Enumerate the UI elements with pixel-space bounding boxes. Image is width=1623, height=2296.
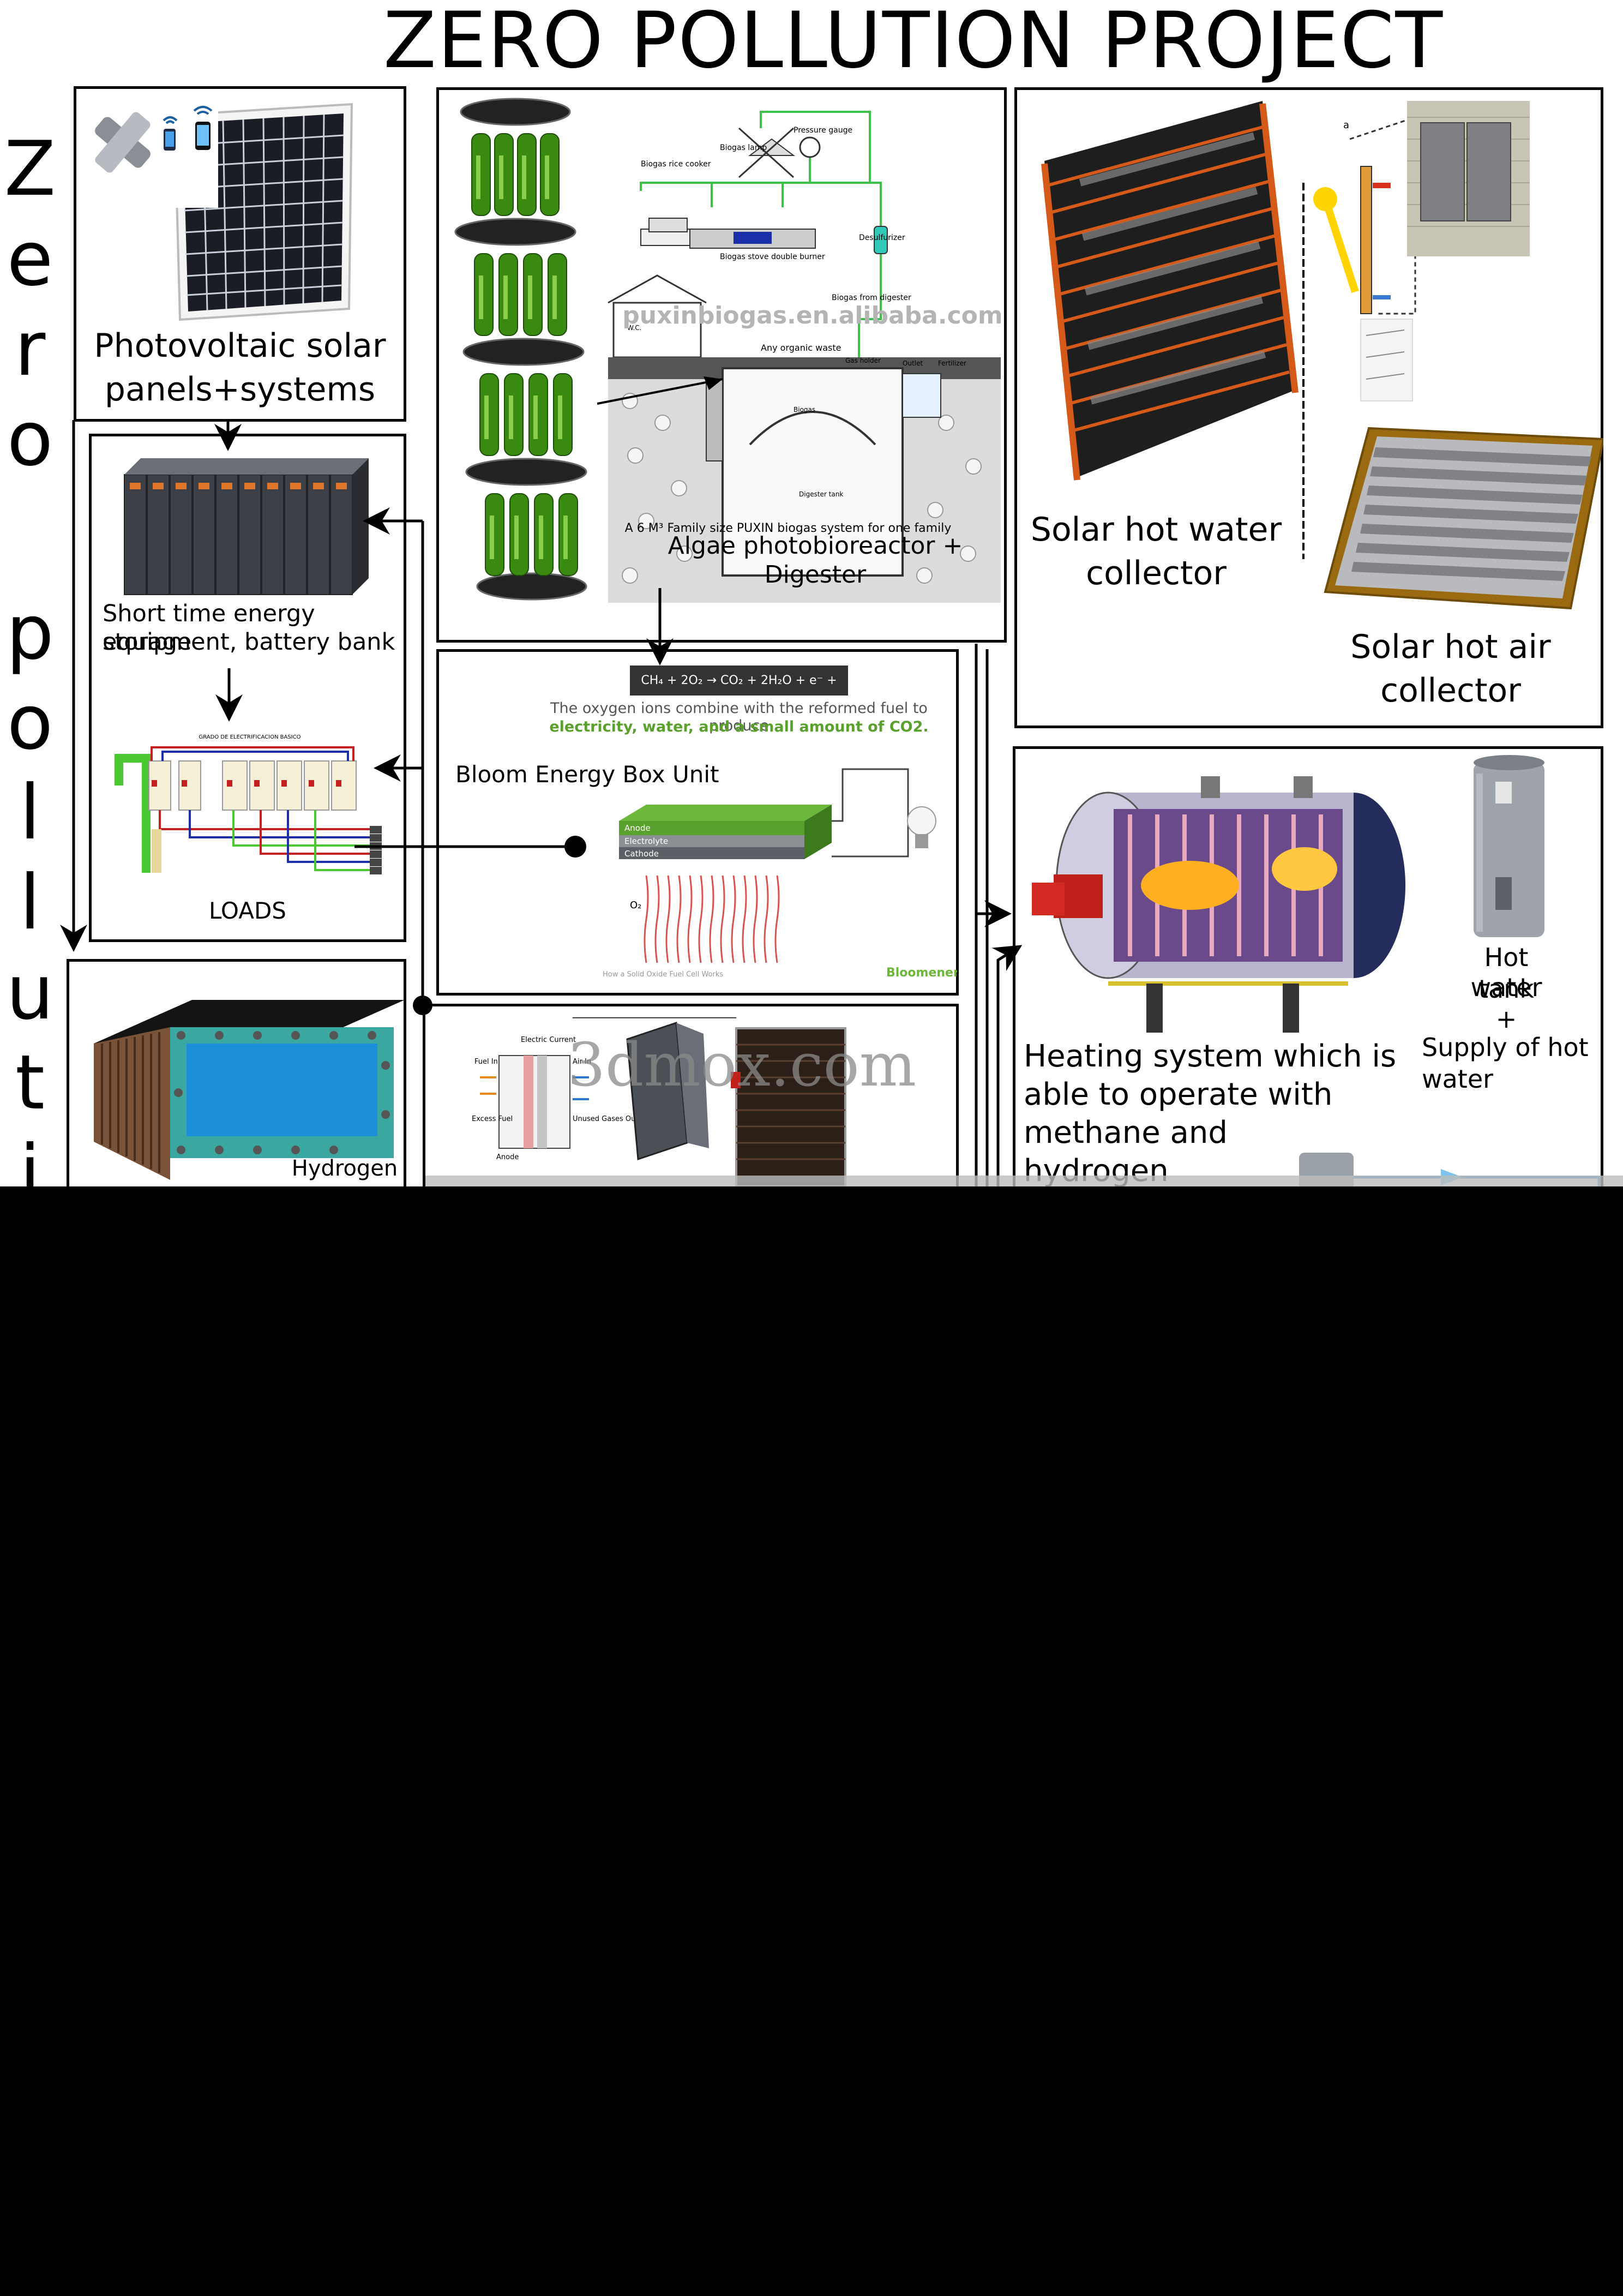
connector-lines — [60, 420, 1023, 1186]
tag: Air In — [573, 1058, 591, 1066]
hydrogen-tank-illustration — [94, 1000, 405, 1180]
hot-water-line4: Supply of hot — [1422, 1033, 1589, 1062]
tag: W.C. — [627, 324, 642, 332]
tag: Excess Fuel — [472, 1115, 513, 1123]
tag: Biogas — [794, 406, 815, 413]
pv-panel-box: Photovoltaic solar panels+systems — [74, 86, 406, 422]
side-title-letter: o — [7, 395, 53, 483]
heating-label-line1: Heating system which is — [1024, 1039, 1397, 1074]
tag: Gas holder — [845, 357, 881, 364]
side-title-letter: o — [7, 679, 53, 766]
pv-illustration — [87, 99, 353, 321]
tag: Anode — [496, 1153, 519, 1161]
layer-electrolyte: Electrolyte — [624, 836, 668, 846]
diagram-sheet: ZERO POLLUTION PROJECT Z e r o p o l l u… — [0, 0, 1623, 1186]
heating-label-line2: able to operate with — [1024, 1077, 1333, 1112]
image-fade-band — [425, 1176, 1623, 1186]
battery-label-line1: Short time energy storage — [103, 600, 315, 656]
hot-water-line5: water — [1422, 1064, 1494, 1094]
digester-caption: A 6 M³ Family size PUXIN biogas system f… — [625, 521, 952, 535]
bloom-brand: Bloomenergy — [886, 966, 957, 980]
solar-air-label-line2: collector — [1380, 672, 1521, 710]
solar-air-label-line1: Solar hot air — [1350, 628, 1551, 666]
side-title-letter: l — [19, 859, 41, 946]
hydrogen-box: Hydrogen — [67, 959, 406, 1186]
tag: Desulfurizer — [859, 233, 905, 242]
boiler-illustration — [1021, 776, 1424, 1060]
side-title-letter: l — [19, 769, 41, 856]
side-title-letter: p — [6, 589, 54, 676]
junction-dot — [564, 836, 586, 858]
tag: Biogas stove double burner — [720, 253, 825, 261]
tag: Unused Gases Out — [573, 1115, 638, 1123]
solar-water-illustration: a — [1041, 101, 1530, 559]
tag: Outlet — [903, 359, 923, 367]
tag: Any organic waste — [761, 343, 841, 353]
watermark: puxinbiogas.en.alibaba.com — [622, 302, 1001, 329]
loads-label: LOADS — [209, 897, 286, 924]
tag: Pressure gauge — [794, 126, 852, 135]
fuel-cell-diagram: Anode Electrolyte Cathode O₂ How a Solid… — [603, 768, 957, 980]
side-title-letter: t — [15, 1039, 45, 1126]
bloom-equation: CH₄ + 2O₂ → CO₂ + 2H₂O + e⁻ + Heat — [630, 666, 848, 717]
hot-water-line2: tank — [1478, 974, 1535, 1004]
layer-anode: Anode — [624, 823, 651, 833]
oxygen-label: O₂ — [630, 900, 641, 911]
bloom-box: CH₄ + 2O₂ → CO₂ + 2H₂O + e⁻ + Heat The o… — [436, 649, 959, 996]
tag: Fuel In — [474, 1058, 498, 1066]
solar-water-label-line2: collector — [1086, 554, 1227, 592]
fuel-cell-stack-box: Electric Current Fuel In Air In Excess F… — [423, 1004, 959, 1186]
biogas-digester-illustration: Biogas rice cooker Biogas lamp Pressure … — [597, 111, 1001, 603]
solar-air-illustration — [1324, 427, 1603, 610]
hydrogen-label: Hydrogen — [291, 1156, 398, 1181]
bloom-label: Bloom Energy Box Unit — [455, 761, 719, 788]
tag: Biogas rice cooker — [641, 160, 711, 169]
tag: Electric Current — [521, 1036, 576, 1044]
side-title-letter: r — [14, 305, 46, 393]
tag: Biogas from digester — [832, 293, 911, 302]
battery-label-line2: equipment, battery bank — [103, 628, 395, 656]
layer-cathode: Cathode — [624, 849, 659, 859]
heating-box: Hot water tank + Supply of hot water Hea… — [1013, 746, 1603, 1186]
water-tank-illustration — [1474, 755, 1544, 937]
electrical-board-illustration: GRADO DE ELECTRIFICACION BASICO — [115, 734, 382, 874]
side-title-letter: Z — [4, 125, 56, 213]
bloom-line2: electricity, water, and a small amount o… — [549, 718, 929, 735]
side-title-letter: i — [19, 1129, 41, 1187]
tag: Fertilizer — [938, 359, 966, 367]
battery-loads-box: Short time energy storage equipment, bat… — [89, 434, 406, 942]
fuel-cell-stack-illustration: Electric Current Fuel In Air In Excess F… — [472, 1017, 916, 1186]
side-title-letter: u — [6, 949, 54, 1036]
tag: Biogas lamp — [720, 143, 767, 152]
heating-label-line3: methane and — [1024, 1115, 1228, 1150]
bloom-footer: How a Solid Oxide Fuel Cell Works — [603, 970, 723, 979]
watermark: 3dmox.com — [567, 1030, 916, 1100]
solar-water-label-line1: Solar hot water — [1030, 511, 1282, 549]
junction-dot — [413, 996, 432, 1015]
hot-water-line3: + — [1495, 1004, 1517, 1034]
solar-collectors-box: a Solar hot water collector — [1014, 87, 1603, 728]
battery-bank-illustration — [124, 458, 369, 595]
algae-digester-box: Biogas rice cooker Biogas lamp Pressure … — [436, 87, 1007, 643]
bloom-line1: The oxygen ions combine with the reforme… — [550, 700, 928, 735]
tag: Digester tank — [799, 490, 843, 498]
board-caption: GRADO DE ELECTRIFICACION BASICO — [199, 734, 301, 740]
to-heating-arrow-2 — [991, 945, 1023, 1186]
algae-label: Algae photobioreactor + Digester — [668, 532, 963, 589]
algae-bioreactor-illustration — [454, 98, 587, 601]
side-title-letter: e — [7, 215, 53, 303]
page-title: ZERO POLLUTION PROJECT — [383, 0, 1444, 86]
pv-label-line2: panels+systems — [104, 370, 376, 409]
pv-label-line1: Photovoltaic solar — [94, 327, 386, 365]
tag-a: a — [1343, 119, 1349, 131]
hot-water-line1: Hot water — [1470, 943, 1542, 1003]
